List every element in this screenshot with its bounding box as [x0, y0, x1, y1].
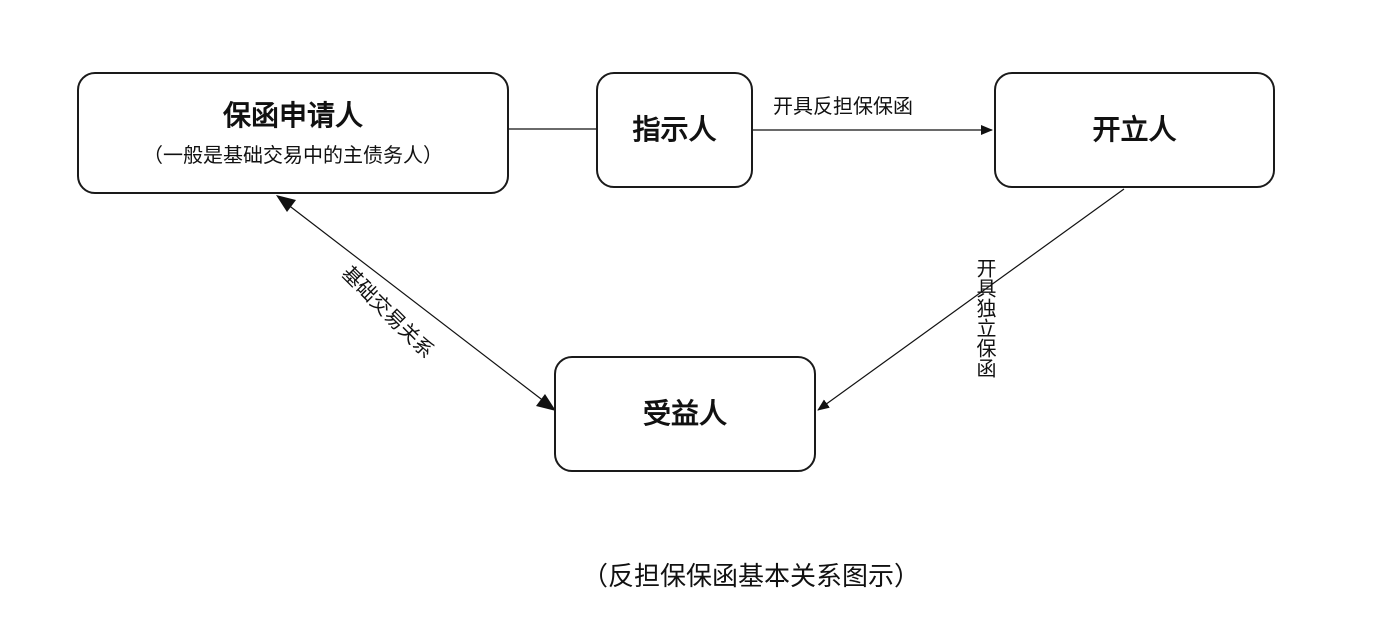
beneficiary-title: 受益人: [642, 397, 727, 431]
beneficiary-box: 受益人: [554, 356, 816, 472]
issuer-box: 开立人: [994, 72, 1275, 188]
arrow-issuer-to-beneficiary: [817, 188, 1125, 411]
guarantee-applicant-subtitle: （一般是基础交易中的主债务人）: [143, 142, 443, 167]
diagram-caption: （反担保保函基本关系图示）: [582, 562, 921, 592]
guarantee-applicant-box: 保函申请人 （一般是基础交易中的主债务人）: [77, 72, 509, 194]
instructing-party-box: 指示人: [596, 72, 753, 188]
instructing-party-title: 指示人: [632, 113, 717, 147]
issuer-title: 开立人: [1092, 113, 1177, 147]
arrow-basic-transaction: [286, 203, 546, 403]
arrowhead-to-beneficiary: [536, 394, 556, 411]
counter-guarantee-label: 开具反担保保函: [773, 94, 913, 118]
guarantee-applicant-title: 保函申请人: [222, 99, 363, 133]
independent-guarantee-label: 开具独立保函: [973, 258, 997, 378]
arrowhead-to-applicant: [276, 195, 296, 212]
